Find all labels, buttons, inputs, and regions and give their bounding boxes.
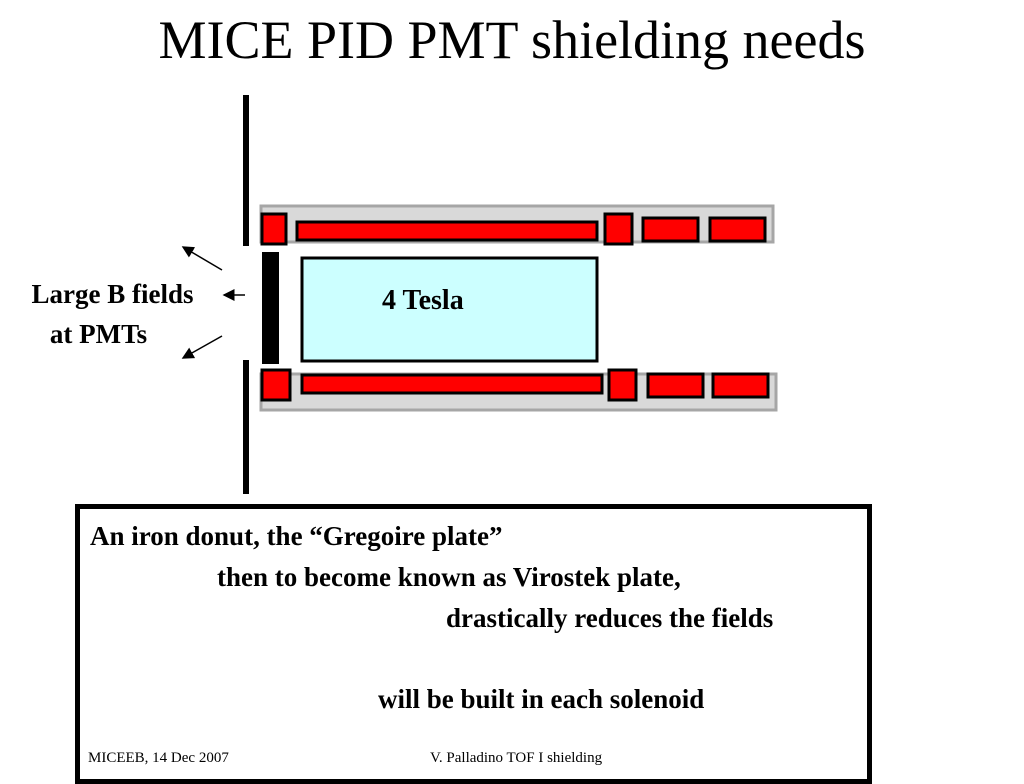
field-region xyxy=(300,256,599,363)
text-line-3: drastically reduces the fields xyxy=(446,603,774,633)
left-label-line2: at PMTs xyxy=(49,319,148,349)
coil-bottom-1 xyxy=(260,368,292,402)
iron-plate xyxy=(262,252,279,364)
coil-top-3 xyxy=(603,212,634,246)
text-line-2: then to become known as Virostek plate, xyxy=(217,562,681,592)
footer-left: MICEEB, 14 Dec 2007 xyxy=(88,750,229,766)
coil-top-2 xyxy=(295,220,599,242)
arrow-upper xyxy=(181,246,223,271)
coil-top-4 xyxy=(641,216,700,243)
solenoid-diagram xyxy=(181,95,778,494)
coil-bottom-4 xyxy=(646,372,705,399)
arrow-lower xyxy=(181,335,223,359)
large-b-fields-label: Large B fields at PMTs xyxy=(10,274,215,354)
description-box: An iron donut, the “Gregoire plate” then… xyxy=(75,504,872,784)
text-line-1: An iron donut, the “Gregoire plate” xyxy=(90,521,503,551)
coil-top-5 xyxy=(708,216,767,243)
slide-title: MICE PID PMT shielding needs xyxy=(158,10,866,70)
coil-bottom-2 xyxy=(300,373,604,395)
text-line-4: will be built in each solenoid xyxy=(378,684,705,714)
field-strength-label: 4 Tesla xyxy=(382,285,464,316)
coil-bottom-5 xyxy=(711,372,770,399)
left-label-line1: Large B fields xyxy=(31,279,194,309)
coil-bottom-3 xyxy=(607,368,638,402)
coil-top-1 xyxy=(260,212,288,246)
footer-center: V. Palladino TOF I shielding xyxy=(430,750,603,766)
